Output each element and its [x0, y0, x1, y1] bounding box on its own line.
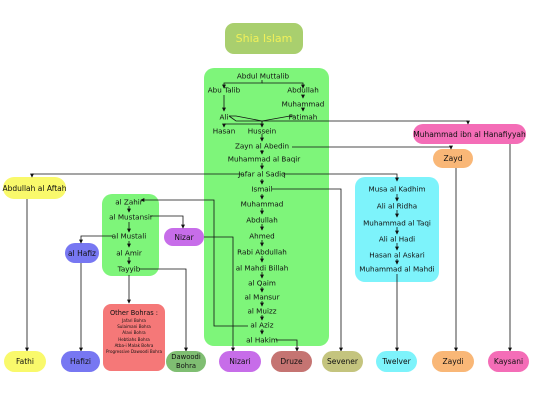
node-fatimah: Fatimah: [288, 112, 318, 122]
endpoint-kaysani: Kaysani: [488, 351, 529, 372]
node-askari: Hasan al Askari: [369, 250, 425, 260]
other-bohras-box: [103, 304, 165, 371]
endpoint-dawoodi-label: Dawoodi Bohra: [171, 352, 201, 370]
endpoint-nizari-label: Nizari: [229, 357, 251, 366]
bohra-item: Sulaimani Bohra: [117, 324, 151, 330]
endpoint-fathi: Fathi: [4, 351, 46, 372]
node-hanafiyyah: Muhammad ibn al Hanafiyyah: [413, 129, 526, 139]
node-zahir: al Zahir: [115, 197, 143, 207]
node-rabi: Rabi Abdullah: [237, 247, 287, 257]
node-jafar: Jafar al Sadiq: [238, 169, 286, 179]
endpoint-hafizi: Hafizi: [61, 351, 100, 372]
bohra-item: Alavi Bohra: [122, 330, 146, 336]
node-muizz: al Muizz: [247, 306, 277, 316]
node-zayd: Zayd: [443, 154, 463, 163]
node-ridha: Ali al Ridha: [376, 201, 418, 211]
page-title: Shia Islam: [235, 32, 293, 45]
bohra-item: Hebtiahs Bohra: [118, 336, 150, 342]
node-hasan: Hasan: [212, 126, 236, 136]
endpoint-twelver-label: Twelver: [382, 357, 411, 366]
node-abdullah-ismaili: Abdullah: [246, 215, 278, 225]
node-mustali: al Mustali: [111, 231, 147, 241]
other-bohras-list: Jafari Bohra Sulaimani Bohra Alavi Bohra…: [104, 318, 164, 355]
node-abdul-muttalib: Abdul Muttalib: [236, 71, 290, 81]
node-muhammad: Muhammad: [281, 99, 325, 109]
hanafiyyah-box: Muhammad ibn al Hanafiyyah: [413, 124, 526, 144]
node-ismail: Ismail: [251, 184, 273, 194]
node-aziz: al Aziz: [250, 320, 274, 330]
node-muhammad-ismaili: Muhammad: [240, 199, 284, 209]
main-lineage-box: [204, 68, 329, 346]
other-bohras-title: Other Bohras :: [109, 309, 159, 317]
title-box: Shia Islam: [225, 23, 303, 54]
endpoint-sevener: Sevener: [322, 351, 363, 372]
node-zayn: Zayn al Abedin: [234, 141, 290, 151]
endpoint-druze: Druze: [271, 351, 312, 372]
bohra-item: Progressive Dawoodi Bohra: [105, 349, 162, 355]
endpoint-sevener-label: Sevener: [327, 357, 358, 366]
node-hadi: Ali al Hadi: [378, 234, 416, 244]
endpoint-zaydi: Zaydi: [432, 351, 474, 372]
node-mahdi: Muhammad al Mahdi: [359, 264, 435, 274]
endpoint-zaydi-label: Zaydi: [442, 357, 464, 366]
node-kadhim: Musa al Kadhim: [368, 184, 426, 194]
hafiz-box: al Hafiz: [65, 243, 99, 263]
node-mansur: al Mansur: [244, 292, 280, 302]
endpoint-hafizi-label: Hafizi: [70, 357, 91, 366]
node-tayyib: Tayyib: [117, 264, 141, 274]
endpoint-twelver: Twelver: [376, 351, 417, 372]
node-hussein: Hussein: [247, 126, 277, 136]
nizar-box: Nizar: [164, 228, 204, 246]
bohra-item: Jafari Bohra: [122, 318, 146, 323]
node-hakim: al Hakim: [246, 335, 278, 345]
node-ali: Ali: [219, 112, 229, 122]
node-amir: al Amir: [116, 248, 142, 258]
node-taqi: Muhammad al Taqi: [363, 218, 431, 228]
node-baqir: Muhammad al Baqir: [227, 154, 301, 164]
node-nizar: Nizar: [174, 232, 194, 242]
zayd-box: Zayd: [433, 149, 473, 168]
node-hafiz: al Hafiz: [68, 248, 96, 258]
aftah-box: Abdullah al Aftah: [2, 177, 67, 199]
node-aftah: Abdullah al Aftah: [2, 183, 67, 193]
node-abdullah: Abdullah: [287, 85, 319, 95]
endpoint-nizari: Nizari: [219, 351, 261, 372]
endpoint-dawoodi: Dawoodi Bohra: [166, 351, 206, 372]
endpoint-kaysani-label: Kaysani: [493, 357, 524, 366]
node-mahdi-billah: al Mahdi Billah: [235, 263, 289, 273]
node-mustansir: al Mustansir: [109, 212, 153, 222]
bohra-item: Atba-i Malak Bohra: [114, 342, 154, 348]
endpoint-druze-label: Druze: [280, 357, 303, 366]
node-abu-talib: Abu Talib: [207, 85, 241, 95]
endpoint-fathi-label: Fathi: [16, 357, 34, 366]
node-ahmed: Ahmed: [249, 231, 275, 241]
node-qaim: al Qaim: [248, 278, 276, 288]
